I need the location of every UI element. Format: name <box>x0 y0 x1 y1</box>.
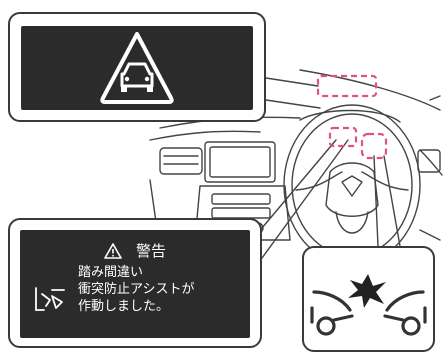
front-collision-icon <box>310 274 427 336</box>
leader-line-warn <box>261 139 337 229</box>
indicator-panel <box>21 26 253 110</box>
pedal-misapplication-icon <box>35 287 65 311</box>
warning-title: 警告 <box>135 242 166 260</box>
highlight-meter-display <box>328 126 358 148</box>
left-vent <box>159 147 203 175</box>
warning-message-line: 衝突防止アシストが <box>78 282 195 297</box>
vehicle-ahead-warning-icon <box>100 32 174 104</box>
warning-panel: 警告 踏み間違い 衝突防止アシストが 作動しました。 <box>20 230 250 338</box>
warning-message: 踏み間違い 衝突防止アシストが 作動しました。 <box>78 264 242 315</box>
center-display <box>204 141 276 183</box>
callout-warning-display: 警告 踏み間違い 衝突防止アシストが 作動しました。 <box>8 218 262 348</box>
leader-line-top <box>265 77 319 87</box>
windshield-line <box>299 69 441 111</box>
warning-message-line: 作動しました。 <box>78 299 170 314</box>
warning-message-line: 踏み間違い <box>78 265 144 280</box>
callout-top-indicator <box>8 12 266 122</box>
callout-collision-indicator <box>302 246 435 352</box>
steering-hub <box>325 162 379 217</box>
warning-triangle-icon <box>104 242 122 259</box>
warning-header: 警告 <box>20 240 250 261</box>
highlight-right-indicator <box>360 132 388 160</box>
leader-line-collision <box>373 155 379 247</box>
cluster-hood <box>299 109 401 123</box>
highlight-top-indicator <box>316 74 378 98</box>
